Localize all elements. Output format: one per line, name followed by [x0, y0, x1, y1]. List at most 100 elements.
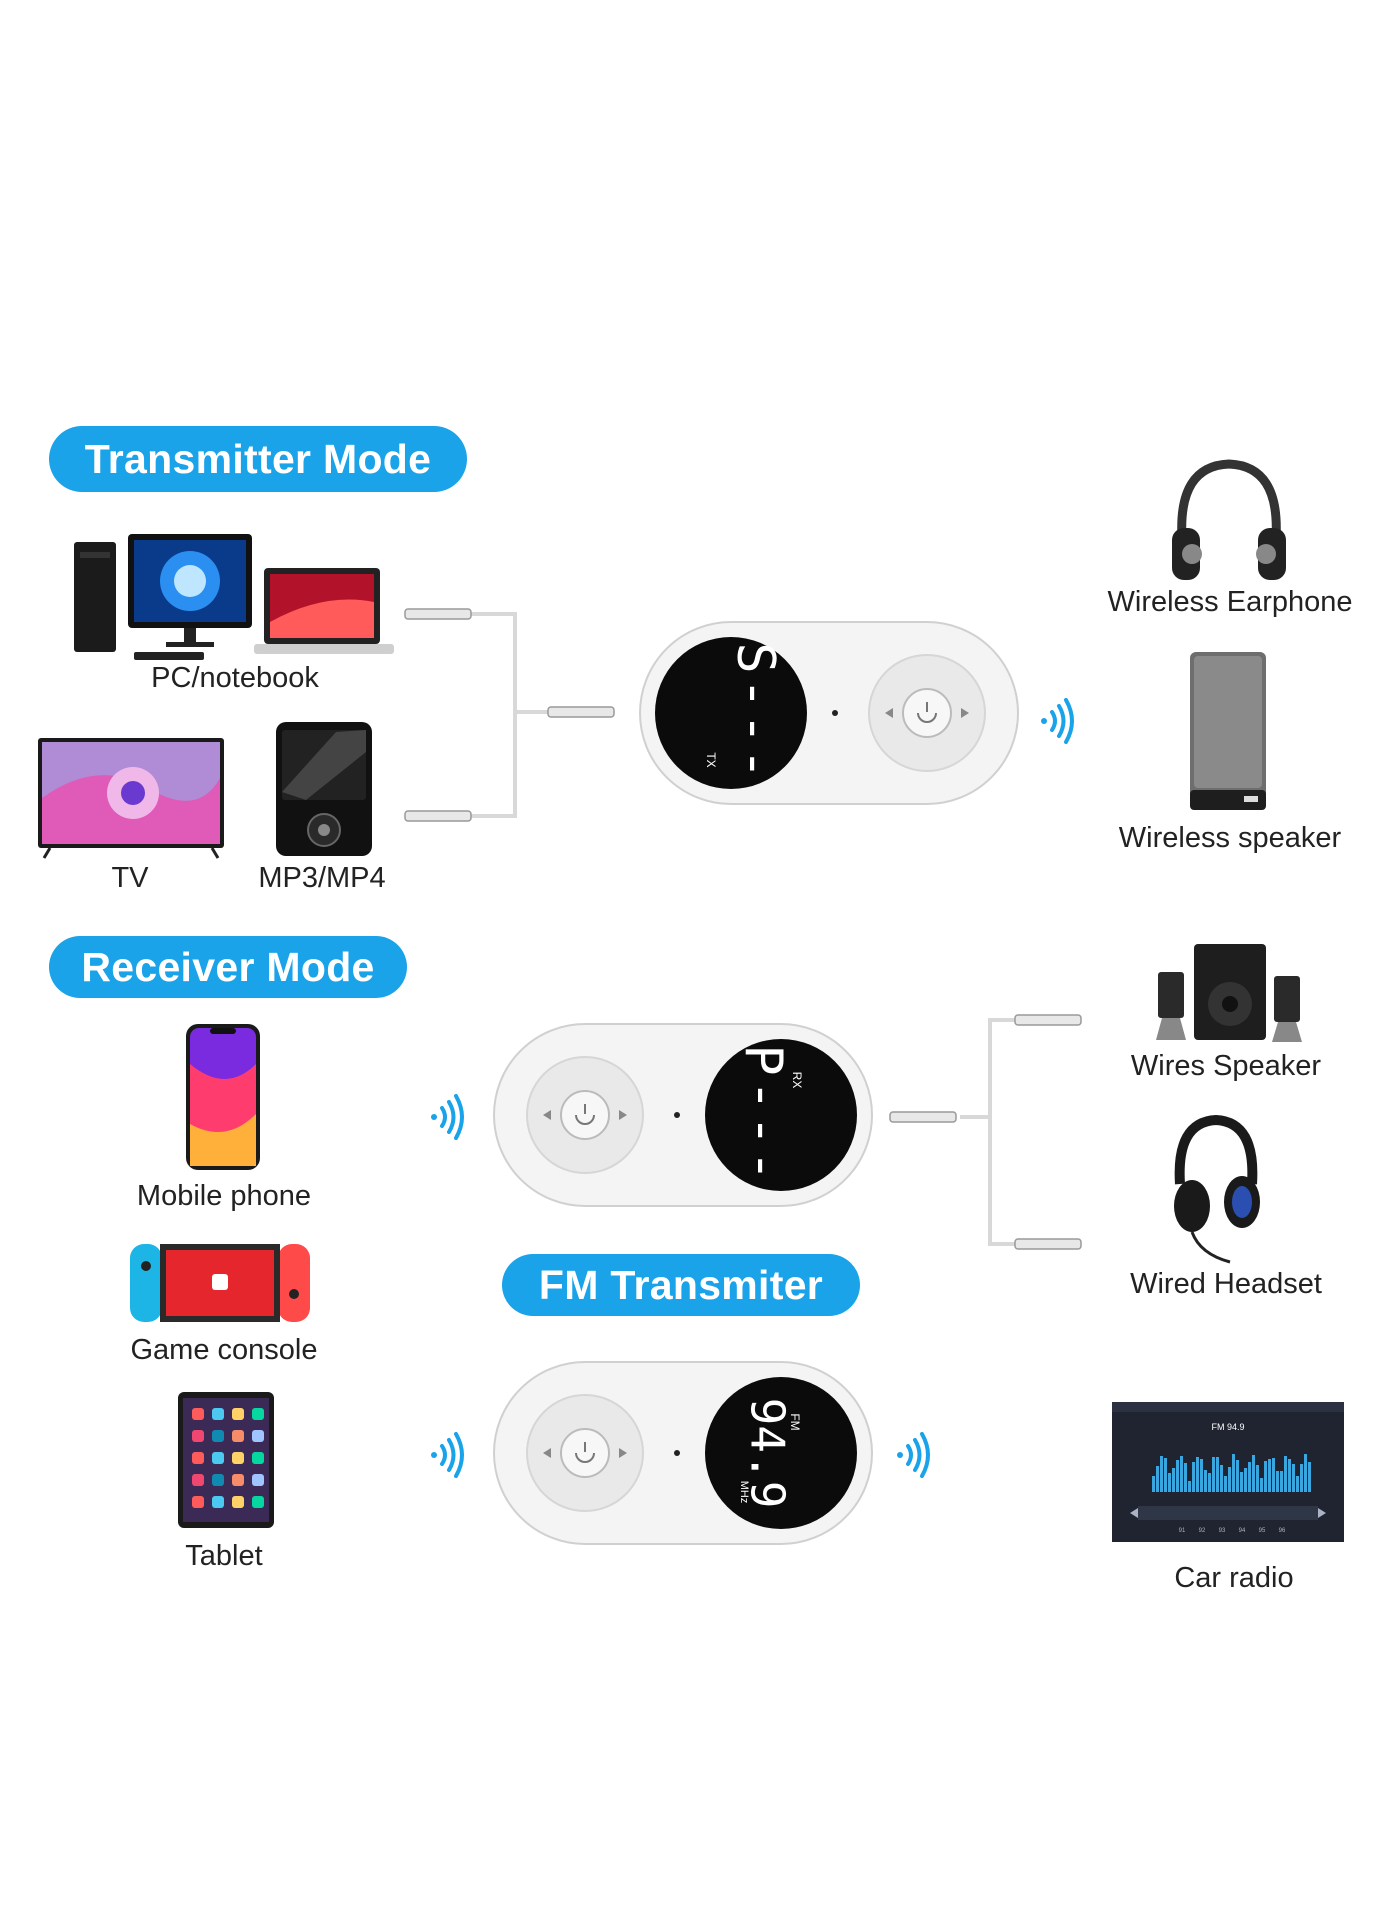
app-icon: [232, 1430, 244, 1442]
receiver-mode-title: Receiver Mode: [49, 936, 407, 998]
car-radio-screen: FM 94.9 91 92 93 94 95 96: [1112, 1402, 1344, 1542]
spectrum-bar: [1280, 1471, 1283, 1492]
rx-mode-text: RX: [790, 1072, 804, 1089]
wireless-signal-icon: [1041, 698, 1074, 744]
wireless-speaker-label: Wireless speaker: [1118, 822, 1342, 854]
spectrum-bar: [1284, 1456, 1287, 1492]
spectrum-bar: [1268, 1459, 1271, 1492]
fm-unit-text: MHz: [738, 1481, 750, 1504]
spectrum-bar: [1304, 1454, 1307, 1492]
game-console-label: Game console: [130, 1334, 318, 1366]
wireless-signal-icon: [897, 1432, 930, 1478]
tv-icon: [38, 738, 224, 859]
spectrum-bar: [1264, 1461, 1267, 1492]
app-icon: [232, 1408, 244, 1420]
spectrum-bar: [1224, 1476, 1227, 1492]
fm-transmitter-device: 94.9 FM MHz: [493, 1361, 873, 1545]
audio-jack-plug: [404, 810, 472, 822]
app-icon: [212, 1430, 224, 1442]
spectrum-bar: [1216, 1457, 1219, 1492]
spectrum-bar: [1208, 1473, 1211, 1492]
spectrum-bar: [1180, 1456, 1183, 1492]
wires-speaker-label: Wires Speaker: [1130, 1050, 1322, 1082]
spectrum-bar: [1236, 1460, 1239, 1492]
spectrum-bar: [1248, 1462, 1251, 1492]
spectrum-bar: [1212, 1457, 1215, 1492]
frequency-tick-label: 92: [1199, 1528, 1206, 1534]
wireless-earphone-label: Wireless Earphone: [1107, 586, 1353, 618]
audio-jack-plug: [547, 706, 615, 718]
audio-jack-plug: [1014, 1238, 1082, 1250]
spectrum-bar: [1156, 1466, 1159, 1492]
frequency-tick-label: 96: [1279, 1528, 1286, 1534]
frequency-tick-label: 95: [1259, 1528, 1266, 1534]
spectrum-bar: [1300, 1464, 1303, 1492]
spectrum-bar: [1292, 1464, 1295, 1492]
audio-jack-plug: [404, 608, 472, 620]
spectrum-bar: [1192, 1462, 1195, 1492]
frequency-tick-label: 94: [1239, 1528, 1246, 1534]
spectrum-bar: [1308, 1462, 1311, 1492]
app-icon: [252, 1474, 264, 1486]
pc-notebook-label: PC/notebook: [151, 662, 319, 694]
app-icon: [192, 1496, 204, 1508]
app-icon: [192, 1408, 204, 1420]
app-icon: [192, 1430, 204, 1442]
tx-display-text: S---: [725, 642, 785, 783]
wireless-signal-icon: [431, 1094, 464, 1140]
spectrum-bar: [1232, 1454, 1235, 1492]
spectrum-bar: [1272, 1458, 1275, 1492]
spectrum-bar: [1200, 1459, 1203, 1492]
spectrum-bar: [1184, 1463, 1187, 1492]
spectrum-bar: [1152, 1476, 1155, 1492]
spectrum-bar: [1196, 1457, 1199, 1492]
mobile-phone-icon: [186, 1024, 260, 1170]
rx-display-text: P---: [733, 1044, 793, 1185]
app-icon: [212, 1452, 224, 1464]
spectrum-bar: [1244, 1468, 1247, 1492]
spectrum-bar: [1172, 1468, 1175, 1492]
spectrum-bar: [1296, 1476, 1299, 1492]
fm-display-text: 94.9: [741, 1398, 795, 1509]
spectrum-bar: [1276, 1471, 1279, 1492]
app-icon: [192, 1474, 204, 1486]
spectrum-bar: [1160, 1456, 1163, 1492]
app-icon: [252, 1452, 264, 1464]
transmitter-mode-title: Transmitter Mode: [49, 426, 467, 492]
receiver-device: P--- RX: [493, 1023, 873, 1207]
frequency-tick-label: 91: [1179, 1528, 1186, 1534]
audio-jack-plug: [1014, 1014, 1082, 1026]
mp3-player-icon: [276, 722, 372, 856]
tablet-label: Tablet: [185, 1540, 263, 1572]
spectrum-bar: [1188, 1481, 1191, 1492]
wired-headset-icon: [1174, 1114, 1260, 1264]
wireless-signal-icon: [431, 1432, 464, 1478]
tablet-icon: [178, 1392, 274, 1528]
app-icon: [212, 1408, 224, 1420]
pc-icon: [74, 534, 394, 660]
mp3-mp4-label: MP3/MP4: [258, 862, 386, 894]
spectrum-bar: [1228, 1467, 1231, 1492]
spectrum-bar: [1204, 1470, 1207, 1492]
speaker-icon: [1190, 652, 1266, 810]
wired-headset-label: Wired Headset: [1130, 1268, 1322, 1300]
app-icon: [252, 1430, 264, 1442]
car-radio-label: Car radio: [1174, 1562, 1294, 1594]
spectrum-bar: [1260, 1478, 1263, 1492]
headphones-icon: [1172, 459, 1286, 580]
spectrum-bar: [1288, 1459, 1291, 1492]
mobile-phone-label: Mobile phone: [136, 1180, 312, 1212]
spectrum-bar: [1240, 1472, 1243, 1492]
app-icon: [252, 1408, 264, 1420]
app-icon: [232, 1496, 244, 1508]
fm-mode-text: FM: [788, 1413, 802, 1430]
audio-jack-plug: [889, 1111, 957, 1123]
spectrum-bar: [1164, 1458, 1167, 1492]
app-icon: [232, 1452, 244, 1464]
game-console-icon: [130, 1244, 310, 1322]
app-icon: [252, 1496, 264, 1508]
car-radio-station: FM 94.9: [1211, 1422, 1244, 1432]
transmitter-device: S--- TX: [639, 621, 1019, 805]
frequency-tick-label: 93: [1219, 1528, 1226, 1534]
